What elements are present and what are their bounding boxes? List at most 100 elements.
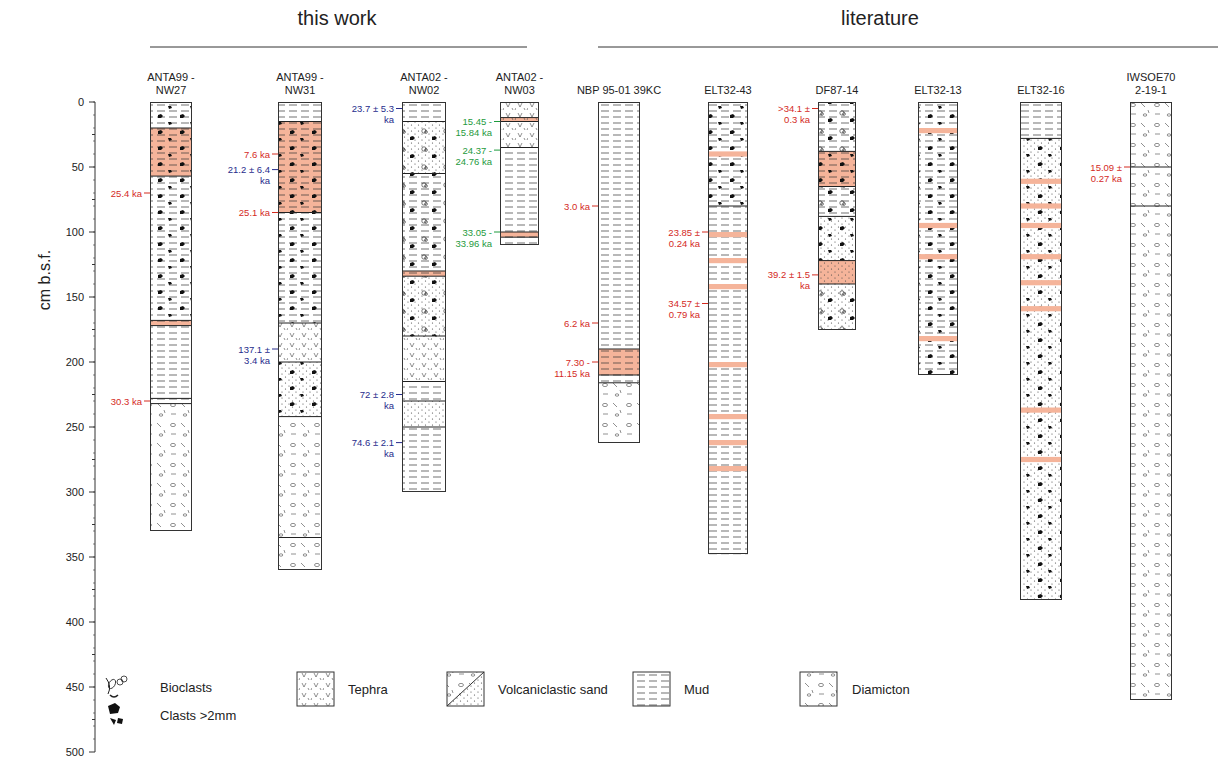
axis-fine-tick — [93, 726, 95, 727]
axis-number: 350 — [44, 551, 84, 563]
lithology-pattern — [150, 320, 192, 325]
lithology-pattern — [402, 174, 446, 272]
clast-overlay — [150, 176, 192, 320]
lithology-pattern — [918, 102, 958, 375]
layer-boundary — [402, 173, 446, 174]
group-heading: literature — [830, 6, 930, 30]
lithology-pattern — [1130, 206, 1172, 700]
axis-fine-tick — [93, 479, 95, 480]
lithology-pattern — [818, 187, 856, 217]
layer-fill — [278, 122, 322, 213]
axis-fine-tick — [93, 102, 95, 103]
lithology-pattern — [150, 326, 192, 399]
clast-overlay — [278, 122, 322, 213]
age-label: 25.1 ka — [224, 207, 270, 218]
layer-fill — [402, 336, 446, 382]
orange-band — [1020, 457, 1062, 462]
axis-fine-tick — [93, 258, 95, 259]
axis-fine-tick — [93, 544, 95, 545]
legend-swatch — [633, 672, 670, 706]
lithology-pattern — [278, 122, 322, 213]
clast-overlay — [150, 102, 192, 128]
layer-fill — [402, 102, 446, 122]
clast-icon — [108, 703, 123, 725]
layer-fill — [818, 151, 856, 186]
orange-band — [1020, 223, 1062, 228]
axis-fine-tick — [93, 284, 95, 285]
lithology-pattern — [150, 404, 192, 531]
axis-fine-tick — [93, 648, 95, 649]
layer-fill — [278, 417, 322, 538]
orange-band — [708, 466, 748, 471]
age-label: 3.0 ka — [544, 201, 590, 212]
layer-boundary — [402, 121, 446, 122]
lithology-pattern — [1020, 138, 1062, 600]
layer-fill — [402, 271, 446, 276]
core-name: ANTA99 - NW31 — [275, 71, 325, 97]
clast-overlay — [818, 284, 856, 330]
lithology-pattern — [402, 401, 446, 427]
layer-boundary — [818, 186, 856, 187]
orange-band — [1020, 203, 1062, 208]
axis-fine-tick — [93, 180, 95, 181]
legend-text: Clasts >2mm — [160, 708, 236, 724]
clast-overlay — [818, 151, 856, 186]
lithology-pattern — [500, 118, 539, 122]
layer-fill — [1020, 102, 1062, 138]
layer-fill — [150, 404, 192, 531]
layer-fill — [1130, 206, 1172, 700]
axis-fine-tick — [93, 531, 95, 532]
layer-boundary — [150, 325, 192, 326]
orange-band — [708, 414, 748, 419]
clast-overlay — [402, 276, 446, 336]
layer-boundary — [278, 362, 322, 363]
layer-fill — [150, 398, 192, 403]
axis-tick — [89, 622, 95, 623]
lithology-pattern — [402, 427, 446, 492]
lithology-pattern — [402, 336, 446, 382]
age-label: 15.45 - 15.84 ka — [446, 116, 492, 138]
layer-boundary — [278, 537, 322, 538]
layer-boundary — [500, 237, 539, 238]
axis-tick — [89, 232, 95, 233]
axis-fine-tick — [93, 388, 95, 389]
layer-fill — [818, 187, 856, 217]
layer-fill — [1020, 138, 1062, 600]
axis-tick — [89, 492, 95, 493]
age-label: 33.05 - 33.96 ka — [446, 227, 492, 249]
axis-number: 200 — [44, 356, 84, 368]
layer-fill — [278, 323, 322, 362]
axis-fine-tick — [93, 310, 95, 311]
orange-band — [1020, 254, 1062, 259]
core-name: ANTA02 - NW03 — [495, 71, 545, 97]
axis-fine-tick — [93, 271, 95, 272]
lithology-pattern — [402, 271, 446, 276]
layer-boundary — [402, 427, 446, 428]
axis-fine-tick — [93, 336, 95, 337]
clast-overlay — [150, 128, 192, 176]
age-label: 6.2 ka — [544, 318, 590, 329]
orange-band — [1020, 280, 1062, 285]
age-label: 24.37 - 24.76 ka — [446, 145, 492, 167]
lithology-pattern — [500, 237, 539, 245]
clast-overlay — [278, 213, 322, 324]
lithology-pattern — [1020, 102, 1062, 138]
layer-fill — [150, 176, 192, 320]
layer-fill — [598, 102, 640, 349]
clast-overlay — [818, 216, 856, 260]
core-column: ANTA99 - NW31 — [278, 102, 322, 570]
legend-text: Diamicton — [852, 682, 910, 698]
axis-fine-tick — [93, 687, 95, 688]
orange-band — [708, 258, 748, 263]
layer-fill — [500, 232, 539, 237]
age-label: 23.7 ± 5.3 ka — [348, 103, 394, 125]
lithology-pattern — [150, 102, 192, 128]
layer-boundary — [818, 151, 856, 152]
axis-title: cm b.s.f. — [36, 235, 54, 325]
clast-overlay — [402, 174, 446, 272]
layer-boundary — [402, 271, 446, 272]
lithology-pattern — [818, 216, 856, 260]
lithology-pattern — [500, 148, 539, 233]
axis-fine-tick — [93, 115, 95, 116]
age-label: 15.09 ± 0.27 ka — [1076, 162, 1122, 184]
